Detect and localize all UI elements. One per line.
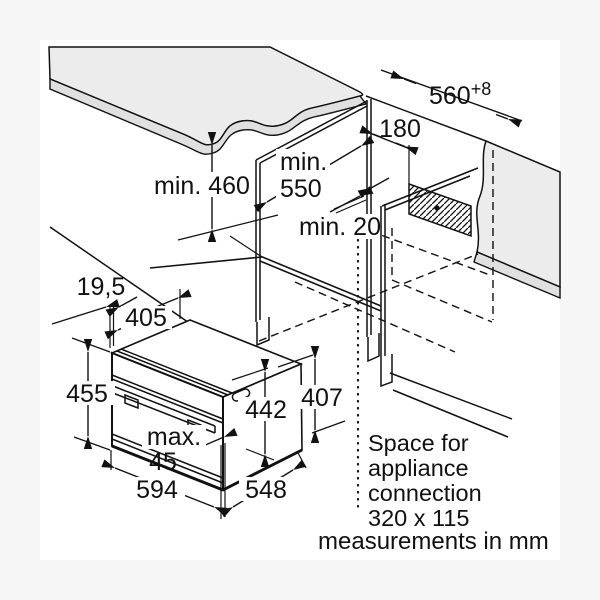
label-bg [296,214,378,239]
label-front-frame: 19,5 [77,273,126,301]
dim-front-height: 455 [60,337,115,451]
label-front-height: 455 [66,380,108,408]
label-rear-clearance: 180 [379,115,421,143]
dim-body-height: 442 [231,359,294,467]
label-niche-width: 560+8 [429,79,491,110]
label-niche-height: min. 460 [154,172,250,200]
connection-note-line3: connection [368,480,482,506]
label-bg [60,381,115,405]
connection-note-line1: Space for [368,430,469,456]
dim-rear-top-clearance: 180 [359,115,421,156]
partition-leg [380,354,393,388]
floor-line-left [49,226,199,330]
dim-body-depth: 405 [104,289,192,340]
dim-niche-width: 560+8 [380,69,523,128]
connection-opening-hatch [408,145,472,238]
label-bg [296,385,349,409]
label-body-depth: 405 [125,304,167,332]
countertop-front-edge [49,77,368,155]
dim-appliance-depth: 548 [219,450,307,518]
label-bg [276,149,330,200]
dim-front-frame: 19,5 [51,273,138,348]
connection-note-line4: 320 x 115 [368,505,469,531]
label-bg [238,397,294,421]
dim-rear-gap: min. 20 [296,177,390,241]
niche-top-back-edge [365,95,487,142]
side-panel-bottom-band [473,251,561,300]
label-handle-clearance-value: 45 [149,448,177,476]
label-appliance-depth: 548 [245,476,287,504]
dim-niche-depth: min. 550 [253,135,375,213]
niche-hidden-outline [258,150,494,353]
label-appliance-width: 594 [136,476,178,504]
floor-line-right [389,372,513,438]
label-bg [121,306,172,329]
cabinet-leg [256,317,380,363]
label-body-height: 442 [245,396,287,424]
label-bg [152,172,253,197]
note-connection-space: Space for appliance connection 320 x 115 [368,430,482,531]
label-niche-depth-value: 550 [280,175,322,203]
niche-floor-extension-line [177,214,279,241]
dim-rear-height: 407 [277,346,349,443]
label-niche-depth-min: min. [280,148,327,176]
label-rear-height: 407 [301,384,343,412]
cabinet-shelf-edge [149,235,382,312]
dim-appliance-width: 594 [101,443,228,519]
label-rear-gap: min. 20 [299,213,381,241]
cabinet-niche [49,95,561,514]
label-bg [239,477,294,501]
oven-control-panel-line [111,374,224,424]
connection-note-line2: appliance [368,455,469,481]
dim-niche-height: min. 460 [152,132,253,242]
oven-frame-top-edges [116,348,233,396]
footer-note: measurements in mm [318,528,549,555]
label-bg [130,477,185,501]
label-bg [142,425,206,449]
connection-point-dot [434,205,440,211]
countertop [48,46,368,155]
label-handle-clearance-max: max. [147,423,201,451]
